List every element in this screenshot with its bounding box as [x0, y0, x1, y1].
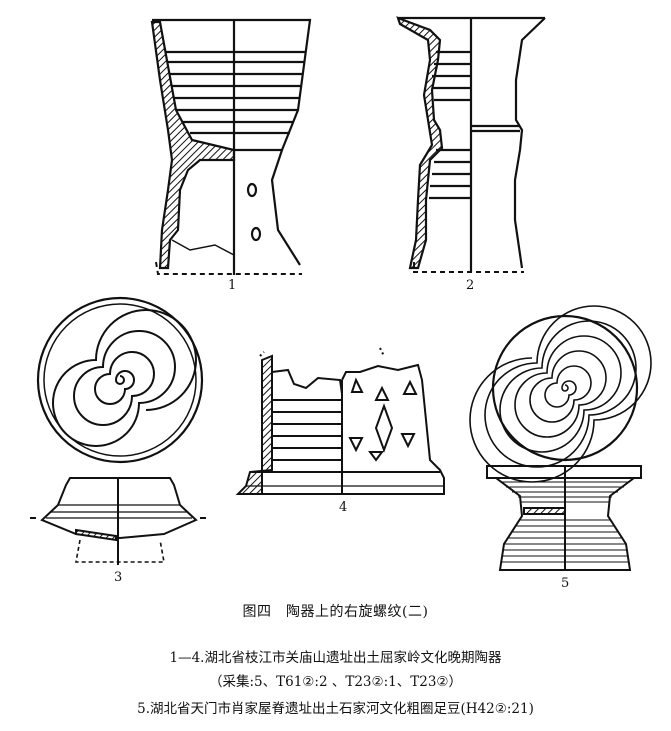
vessel-3-drawing	[30, 296, 206, 565]
label-2: 2	[466, 278, 474, 293]
spiral-5	[469, 305, 652, 483]
caption-line-3: 5.湖北省天门市肖家屋脊遗址出土石家河文化粗圈足豆(H42②:21)	[137, 701, 534, 717]
vessel-2-drawing	[396, 16, 546, 273]
caption-line-2: （采集:5、T61②:2 、T23②:1、T23②）	[208, 674, 463, 690]
figure-title: 图四 陶器上的右旋螺纹(二)	[242, 604, 429, 620]
label-5: 5	[561, 576, 569, 591]
vessel-5-drawing	[469, 305, 652, 571]
label-4: 4	[339, 500, 347, 515]
pottery-figure: 1 2 3	[30, 16, 652, 591]
label-1: 1	[228, 278, 236, 293]
label-3: 3	[114, 570, 122, 585]
vessel-4-drawing	[235, 347, 445, 495]
caption-line-1: 1—4.湖北省枝江市关庙山遗址出土屈家岭文化晚期陶器	[169, 650, 502, 666]
vessel-1-drawing	[150, 18, 312, 275]
spiral-3	[52, 309, 197, 447]
